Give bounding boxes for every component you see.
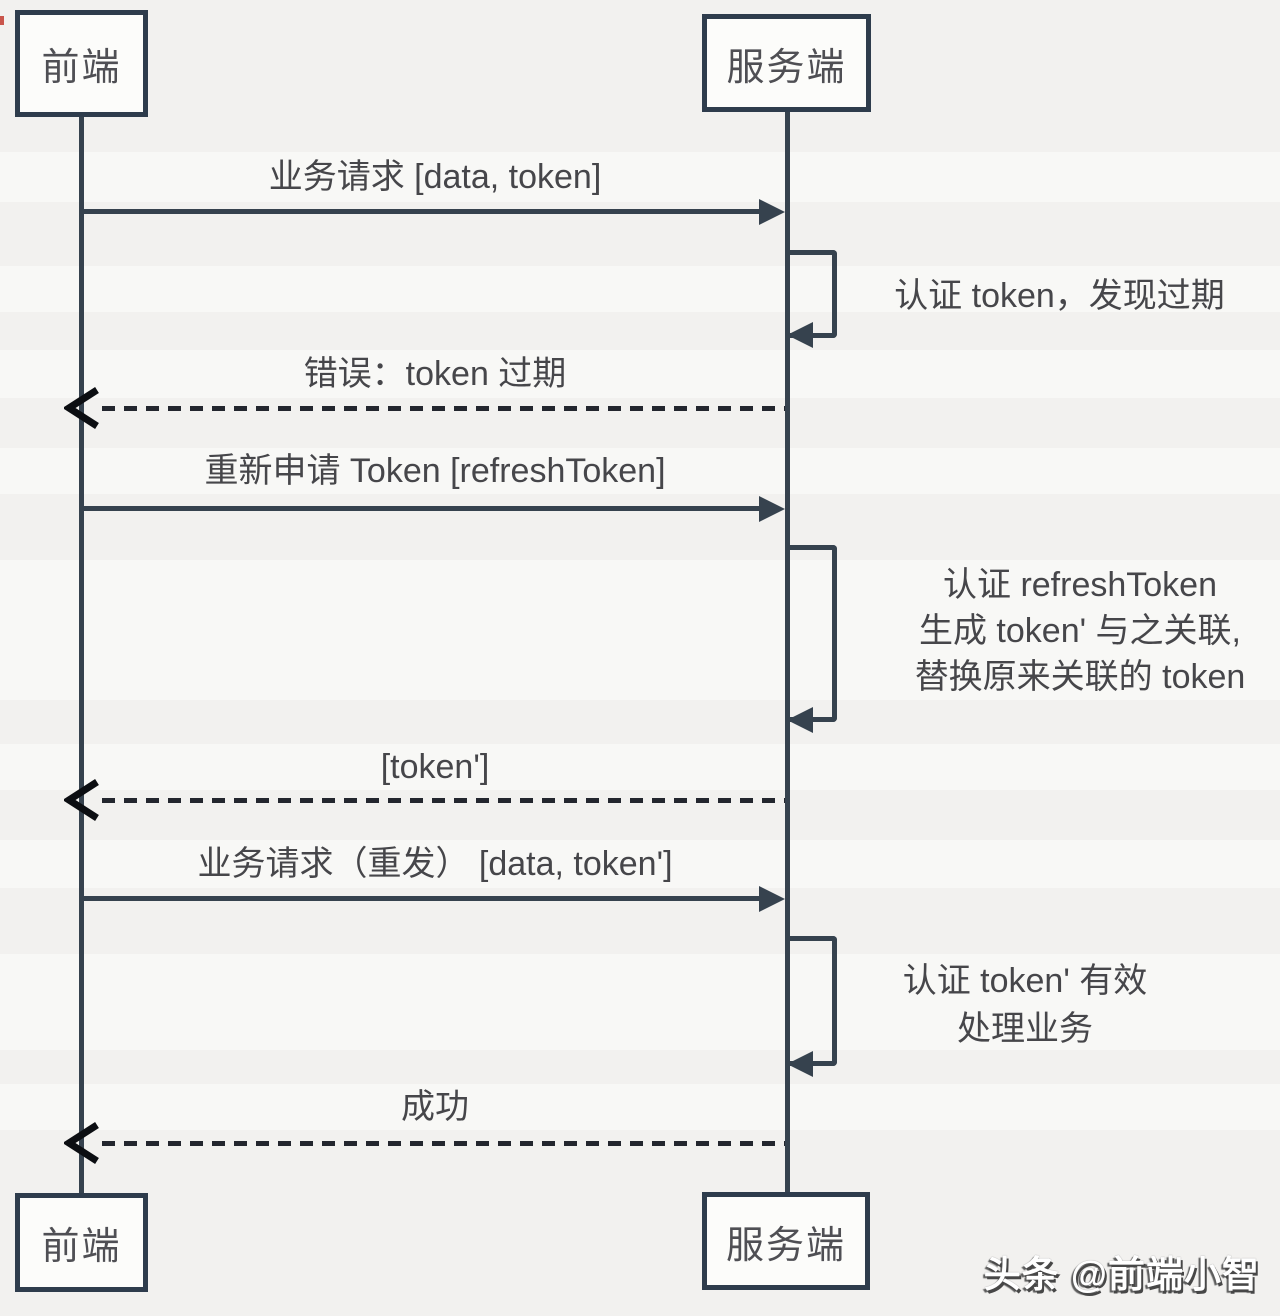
- label-band: [0, 954, 1280, 1050]
- label-band: [0, 152, 1280, 202]
- actor-label-frontend-top: 前端: [41, 47, 122, 89]
- message-line-dashed: [102, 1141, 785, 1146]
- message-label: 错误：token 过期: [303, 355, 567, 393]
- arrowhead-left-icon: [787, 707, 813, 733]
- message-line-dashed: [102, 798, 785, 803]
- actor-box-frontend-top: 前端: [15, 10, 148, 117]
- self-loop: [790, 545, 837, 722]
- actor-box-frontend-bottom: 前端: [15, 1193, 148, 1292]
- actor-box-server-bottom: 服务端: [702, 1192, 870, 1290]
- message-label: 业务请求（重发） [data, token']: [197, 845, 673, 883]
- actor-box-server-top: 服务端: [702, 14, 871, 112]
- message-label: 成功: [401, 1088, 469, 1126]
- actor-label-server-top: 服务端: [726, 46, 847, 89]
- self-message-label: 认证 refreshToken 生成 token' 与之关联, 替换原来关联的 …: [880, 562, 1280, 700]
- watermark: 头条 @前端小智: [983, 1254, 1260, 1295]
- label-band: [0, 1084, 1280, 1130]
- label-band: [0, 350, 1280, 398]
- message-line: [81, 506, 759, 511]
- self-loop: [790, 250, 837, 338]
- message-line: [81, 209, 759, 214]
- label-band: [0, 560, 1280, 700]
- message-label: [token']: [380, 748, 490, 786]
- self-message-line: 替换原来关联的 token: [914, 658, 1246, 696]
- self-loop: [790, 936, 837, 1066]
- message-line: [81, 896, 759, 901]
- message-line-dashed: [102, 406, 785, 411]
- self-message-line: 处理业务: [957, 1010, 1093, 1048]
- message-label: 业务请求 [data, token]: [268, 158, 602, 196]
- label-band: [0, 744, 1280, 790]
- self-message-line: 生成 token' 与之关联,: [918, 612, 1241, 650]
- edge-artifact: [0, 16, 4, 25]
- self-message-label: 认证 token，发现过期: [894, 277, 1225, 315]
- arrowhead-open-left-icon: [64, 779, 99, 821]
- arrowhead-right-icon: [759, 496, 785, 522]
- message-label: 重新申请 Token [refreshToken]: [204, 452, 666, 490]
- label-band: [0, 266, 1280, 312]
- self-message-label: 认证 token' 有效 处理业务: [875, 957, 1175, 1053]
- arrowhead-left-icon: [787, 322, 813, 348]
- arrowhead-left-icon: [787, 1051, 813, 1077]
- actor-label-server-bottom: 服务端: [725, 1224, 846, 1267]
- lifeline-server: [785, 111, 790, 1193]
- self-message-line: 认证 token' 有效: [902, 962, 1148, 1000]
- label-band: [0, 840, 1280, 888]
- actor-label-frontend-bottom: 前端: [41, 1226, 122, 1268]
- arrowhead-open-left-icon: [64, 1122, 99, 1164]
- arrowhead-open-left-icon: [64, 387, 99, 429]
- arrowhead-right-icon: [759, 886, 785, 912]
- label-band: [0, 448, 1280, 494]
- lifeline-frontend: [79, 116, 84, 1194]
- arrowhead-right-icon: [759, 199, 785, 225]
- self-message-line: 认证 refreshToken: [943, 566, 1217, 604]
